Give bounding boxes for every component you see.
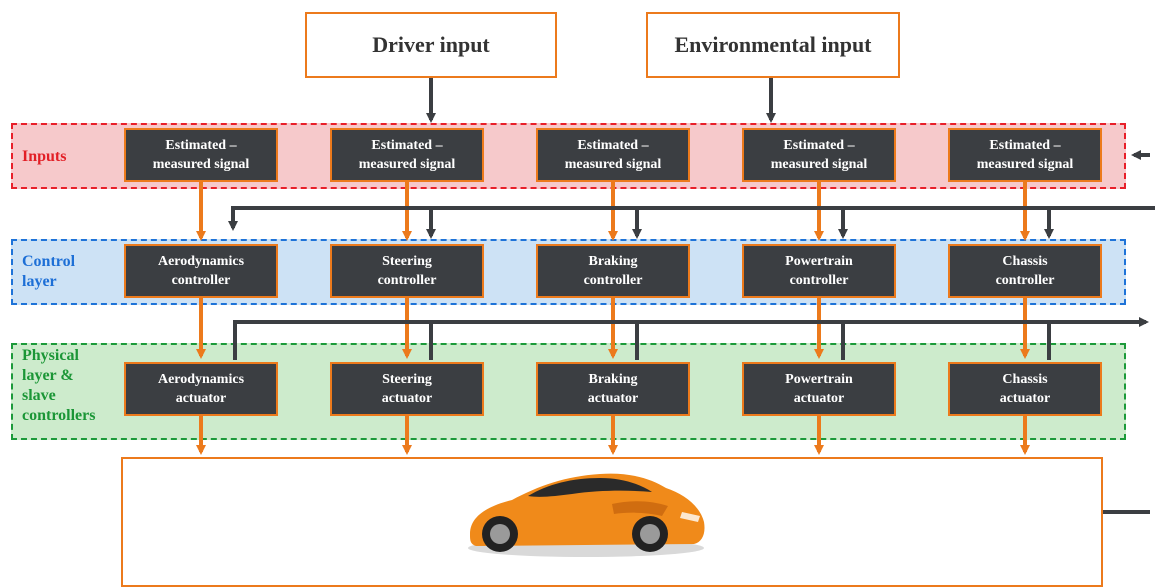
- inputs-layer-label: Inputs: [22, 148, 67, 165]
- physical-layer-label: Physical layer & slave controllers: [22, 347, 96, 424]
- connector-overlay: [196, 78, 1155, 557]
- measurement-bus-line: [228, 206, 1155, 231]
- steering-actuator-block: Steering actuator: [330, 362, 484, 416]
- powertrain-controller-block: Powertrain controller: [742, 244, 896, 298]
- environmental-input-box: Environmental input: [646, 12, 900, 78]
- architecture-diagram: Inputs Control layer Physical layer & sl…: [11, 12, 1155, 587]
- signal-block: Estimated – measured signal: [124, 128, 278, 182]
- aerodynamics-actuator-block: Aerodynamics actuator: [124, 362, 278, 416]
- powertrain-actuator-block: Powertrain actuator: [742, 362, 896, 416]
- braking-actuator-block: Braking actuator: [536, 362, 690, 416]
- aerodynamics-controller-block: Aerodynamics controller: [124, 244, 278, 298]
- signal-block: Estimated – measured signal: [742, 128, 896, 182]
- steering-controller-block: Steering controller: [330, 244, 484, 298]
- signal-block: Estimated – measured signal: [948, 128, 1102, 182]
- braking-controller-block: Braking controller: [536, 244, 690, 298]
- chassis-controller-block: Chassis controller: [948, 244, 1102, 298]
- signal-block: Estimated – measured signal: [536, 128, 690, 182]
- control-layer-label: Control layer: [22, 253, 76, 290]
- driver-input-box: Driver input: [305, 12, 557, 78]
- signal-block: Estimated – measured signal: [330, 128, 484, 182]
- chassis-actuator-block: Chassis actuator: [948, 362, 1102, 416]
- sports-car-image: [468, 473, 705, 557]
